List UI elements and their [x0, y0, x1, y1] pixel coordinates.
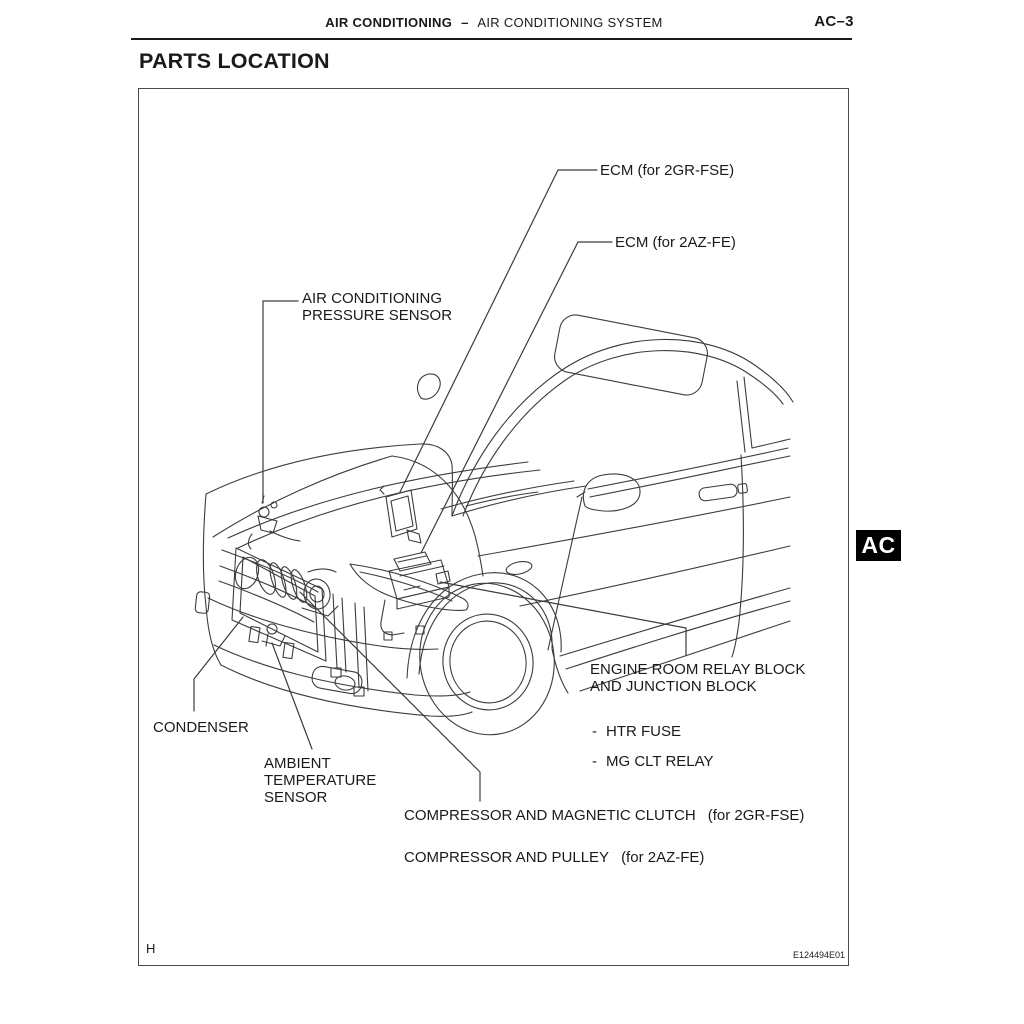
leader-ambient-sensor [271, 642, 313, 750]
figure-frame [138, 88, 849, 966]
cowl-line [440, 480, 575, 510]
header-subsection: AIR CONDITIONING SYSTEM [477, 15, 663, 30]
leader-pressure-sensor [262, 300, 299, 504]
callout-condenser: CONDENSER [153, 719, 249, 736]
shoulder-line [477, 496, 791, 557]
leader-condenser [193, 616, 244, 712]
header-section: AIR CONDITIONING [325, 15, 453, 30]
figure-code: E124494E01 [792, 950, 845, 960]
header-rule [131, 38, 852, 40]
part-compressor [256, 559, 339, 617]
sunroof [554, 314, 708, 396]
page-number: AC–3 [814, 13, 854, 30]
leader-relay-block [439, 581, 687, 656]
front-tire [419, 582, 555, 736]
part-ambient-sensor [261, 623, 286, 647]
callout-compressor-pulley: COMPRESSOR AND PULLEY(for 2AZ-FE) [404, 849, 705, 866]
side-marker [194, 591, 211, 614]
callout-mg-clt-relay: - MG CLT RELAY [592, 753, 714, 770]
hood-seams [227, 461, 541, 549]
callout-ambient-sensor: AMBIENT TEMPERATURE SENSOR [264, 755, 377, 806]
fog-lamp [311, 665, 363, 695]
page-title: PARTS LOCATION [139, 49, 330, 73]
callout-compressor-clutch: COMPRESSOR AND MAGNETIC CLUTCH(for 2GR-F… [404, 807, 805, 824]
belt-line [587, 447, 791, 498]
leader-ecm-2gr [399, 169, 598, 493]
callout-relay-block: ENGINE ROOM RELAY BLOCK AND JUNCTION BLO… [590, 661, 806, 695]
leader-lines [193, 169, 687, 802]
door-front-edge [547, 496, 583, 651]
front-rim [442, 613, 534, 711]
figure-marker: H [146, 941, 156, 956]
rocker-lines [559, 587, 791, 692]
callout-pressure-sensor: AIR CONDITIONING PRESSURE SENSOR [302, 290, 453, 324]
part-relay-block [380, 551, 451, 641]
header-separator: – [461, 15, 469, 30]
hood-front-edge [212, 455, 393, 538]
section-tab-ac: AC [856, 530, 901, 561]
headlamp [349, 563, 469, 611]
callout-htr-fuse: - HTR FUSE [592, 723, 681, 740]
part-condenser [231, 547, 369, 697]
wheel-arch [406, 572, 562, 679]
far-mirror [417, 373, 441, 400]
bumper [202, 493, 222, 666]
side-mirror [576, 473, 641, 512]
b-pillar [736, 376, 753, 453]
fender-vent [505, 560, 533, 576]
windshield-base [451, 485, 587, 517]
callout-ecm-2az: ECM (for 2AZ-FE) [615, 234, 736, 251]
part-pressure-sensor [247, 495, 301, 550]
leader-ecm-2az [420, 241, 613, 554]
door-handle [698, 483, 738, 502]
leader-compressor [299, 591, 481, 802]
header: AIR CONDITIONING – AIR CONDITIONING SYST… [130, 15, 858, 30]
callout-ecm-2gr: ECM (for 2GR-FSE) [600, 162, 735, 179]
part-ecm-2gr [379, 485, 422, 544]
